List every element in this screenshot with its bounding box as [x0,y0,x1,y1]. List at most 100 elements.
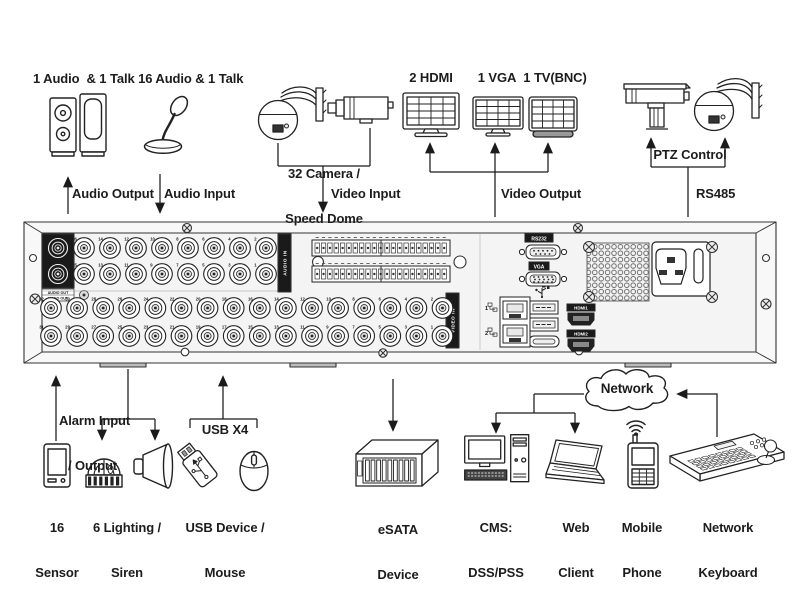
bullet-camera-icon [327,96,394,124]
keyboard-line2: Keyboard [698,565,758,581]
rs232-label: RS232 [531,236,547,242]
svg-text:2: 2 [254,237,257,242]
ptz-bracket [651,166,725,217]
svg-text:1: 1 [431,325,434,330]
audio-video-out-bnc [47,237,69,285]
mouse-icon [239,450,269,492]
web-line2: Client [558,565,594,581]
hdmi-monitors-label: 2 HDMI [409,70,453,85]
svg-text:5: 5 [379,325,382,330]
svg-text:25: 25 [118,325,123,330]
keyboard-line1: Network [702,520,754,536]
audio-in-port-label: AUDIO IN [283,250,288,276]
video-out-port-label: VIDEO OUT [48,297,69,301]
usb-icon [537,286,547,296]
usb-device-label: USB Device / Mouse [172,490,278,596]
svg-text:32: 32 [39,297,44,302]
svg-text:11: 11 [124,263,129,268]
cms-computer-icon [464,434,530,483]
mobile-phone-label: Mobile Phone [606,490,678,596]
svg-text:29: 29 [65,325,70,330]
svg-text:5: 5 [202,263,205,268]
svg-text:10: 10 [326,297,331,302]
svg-text:28: 28 [91,297,96,302]
ptz-dome-camera-icon [693,78,763,132]
usb-drive-icon [177,442,218,488]
usb-device-line2: Mouse [204,565,246,581]
sensor-label-line2: Sensor [35,565,79,581]
svg-text:16: 16 [72,237,77,242]
video-in-bnc-grid: 3231302928272625242322212019181716151413… [39,297,454,347]
svg-text:6: 6 [202,237,205,242]
audio-output-label: Audio Output [72,186,154,201]
sensor-label: 16 Sensor [32,490,82,596]
audio-out-devices-label: 1 Audio & 1 Talk [33,71,135,86]
lighting-label-line2: Siren [110,565,143,581]
beacon-light-icon [85,458,123,488]
usb-ports [528,286,560,348]
video-input-label: Video Input [331,186,401,201]
cms-label: CMS: DSS/PSS [452,490,540,596]
esata-line2: Device [377,567,419,583]
svg-text:4: 4 [405,297,408,302]
eth1-label: 1 [485,306,488,312]
hdmi1-label: HDMI1 [574,306,588,311]
hdmi-monitor-icon [402,92,460,138]
svg-text:6: 6 [379,297,382,302]
vga-port: VGA [518,261,568,287]
hdmi2-label: HDMI2 [574,332,588,337]
network-icon [487,302,498,312]
svg-text:13: 13 [274,325,279,330]
lighting-label-line1: 6 Lighting / [92,520,162,536]
power-inlet [651,241,711,297]
hdmi-ports: HDMI1 HDMI2 [566,303,596,352]
mobile-line1: Mobile [621,520,663,536]
svg-text:27: 27 [91,325,96,330]
alarm-io-line1: Alarm Input [59,413,131,429]
vga-monitor-label: 1 VGA [477,70,517,85]
alarm-io-label: Alarm Input / Output [59,383,130,489]
network-keyboard-label: Network Keyboard [676,490,780,596]
svg-text:2: 2 [431,297,434,302]
svg-text:8: 8 [352,297,355,302]
camera-label: 32 Camera / Speed Dome [278,136,370,242]
web-client-label: Web Client [540,490,612,596]
network-cloud-icon [585,369,669,412]
svg-text:11: 11 [300,325,305,330]
camera-label-line1: 32 Camera / [288,166,360,182]
screw [29,293,41,305]
svg-text:4: 4 [228,237,231,242]
speed-dome-camera-icon [257,86,327,141]
dvr-rear-panel: AUDIO OUT VIDEO OUT AUDIO IN VIDEO IN 16… [23,221,777,368]
svg-text:9: 9 [326,325,329,330]
siren-icon [133,443,174,489]
alarm-io-line2: / Output [68,458,118,474]
audio-devices-label-row: 1 Audio & 1 Talk 16 Audio & 1 Talk [33,71,243,86]
svg-text:22: 22 [170,297,175,302]
speakers-icon [49,93,107,157]
sensor-icon [43,443,71,488]
audio-in-devices-label: 16 Audio & 1 Talk [138,71,244,86]
network-label: Network [600,381,654,396]
svg-text:13: 13 [98,263,103,268]
rs232-port: RS232 [518,233,568,260]
audio-in-strip [277,233,292,293]
keyboard-keys [687,446,757,471]
tv-bnc-monitor-icon [528,96,578,138]
microphone-icon [143,95,189,155]
svg-text:15: 15 [248,325,253,330]
video-input-bracket [277,128,371,167]
svg-text:18: 18 [222,297,227,302]
mobile-phone-icon [626,420,659,489]
svg-text:23: 23 [144,325,149,330]
audio-out-port-label: AUDIO OUT [48,291,69,295]
svg-text:14: 14 [98,237,103,242]
audio-input-label: Audio Input [164,186,236,201]
svg-text:15: 15 [72,263,77,268]
usb-x4-label: USB X4 [201,422,249,437]
svg-text:8: 8 [176,237,179,242]
video-output-bracket [430,171,548,217]
